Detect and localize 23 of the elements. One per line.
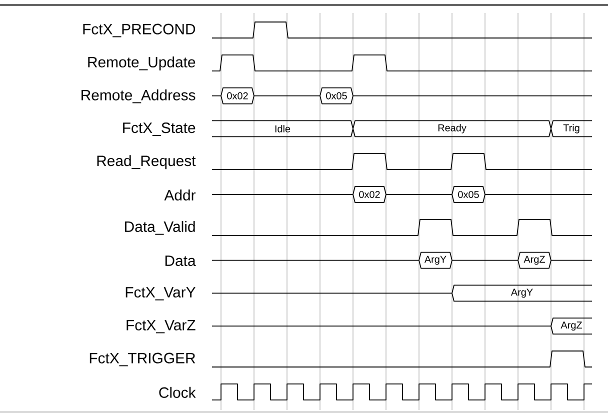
signal-label: Read_Request — [97, 155, 196, 170]
signal-label: Addr — [164, 190, 196, 200]
signal-label: FctX_PRECOND — [83, 24, 196, 38]
bus-value: 0x02 — [220, 87, 254, 104]
signal-label: Clock — [159, 386, 196, 398]
signal-label: Data_Valid — [125, 221, 195, 235]
bus-value: Idle — [212, 120, 354, 138]
bus-value: Ready — [352, 120, 552, 138]
signal-label: FctX_State — [123, 122, 196, 136]
bus-value: ArgZ — [518, 252, 552, 269]
signal-label: Data — [165, 256, 196, 266]
bus-value: Trig — [550, 120, 592, 138]
signal-label: Remote_Update — [88, 56, 196, 70]
bus-value: ArgZ — [550, 318, 592, 335]
signal-label: FctX_TRIGGER — [90, 352, 196, 366]
bus-value: 0x05 — [452, 186, 486, 203]
bus-value: 0x05 — [320, 87, 354, 104]
signal-label: FctX_VarY — [126, 287, 196, 300]
signal-label: FctX_VarZ — [126, 320, 196, 334]
signal-label: Remote_Address — [82, 89, 196, 104]
bus-value: 0x02 — [352, 186, 386, 203]
bus-value: ArgY — [452, 284, 592, 302]
bus-value: ArgY — [418, 252, 452, 269]
